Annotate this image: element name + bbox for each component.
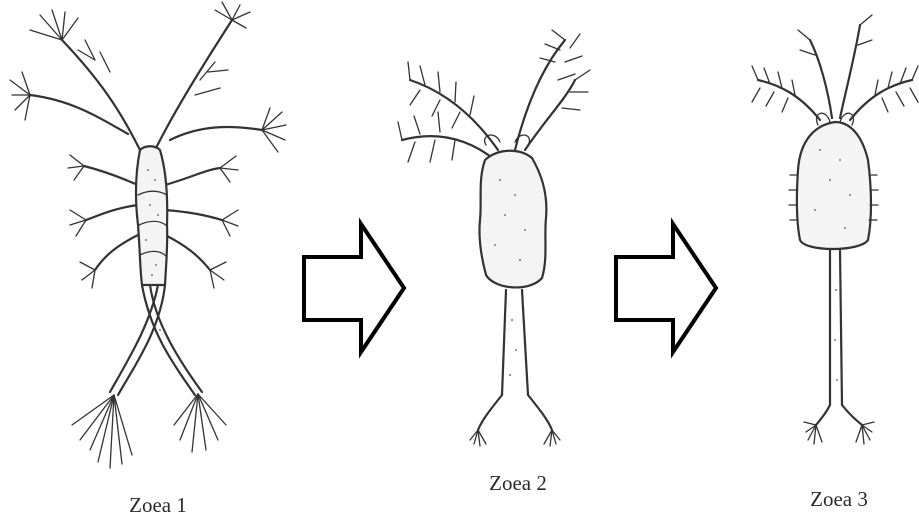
zoea-1-label: Zoea 1 [129,493,187,517]
zoea-2-label: Zoea 2 [489,471,547,495]
zoea-3-label: Zoea 3 [810,487,868,511]
